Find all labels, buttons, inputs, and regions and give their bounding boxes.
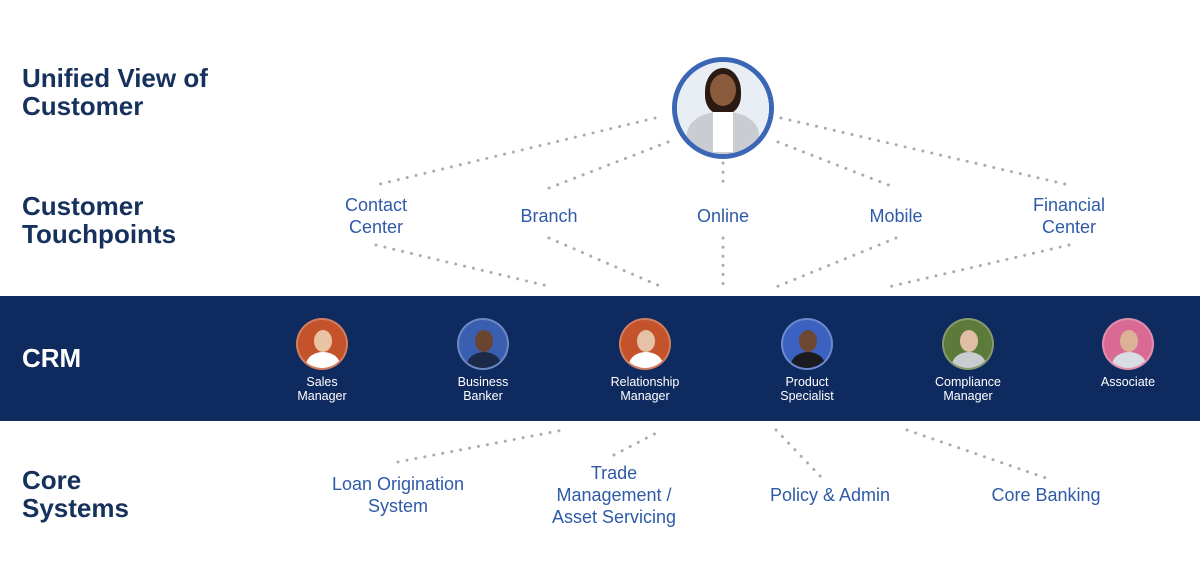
persona-label: Associate (1068, 375, 1188, 389)
persona-compliance-manager: Compliance Manager (908, 318, 1028, 403)
core-system-policy-admin: Policy & Admin (770, 484, 890, 506)
persona-associate: Associate (1068, 318, 1188, 389)
row-label-crm: CRM (22, 344, 81, 372)
touchpoint-mobile: Mobile (869, 205, 922, 227)
persona-label: Product Specialist (747, 375, 867, 403)
link-customer-contact-center (376, 118, 655, 185)
touchpoint-branch: Branch (520, 205, 577, 227)
persona-relationship-manager: Relationship Manager (585, 318, 705, 403)
avatar (619, 318, 671, 370)
touchpoint-online: Online (697, 205, 749, 227)
core-system-trade-management: Trade Management / Asset Servicing (552, 462, 676, 528)
persona-business-banker: Business Banker (423, 318, 543, 403)
avatar (457, 318, 509, 370)
link-branch-crm (549, 238, 662, 287)
link-customer-mobile (778, 142, 896, 188)
row-label-customer-touchpoints: Customer Touchpoints (22, 192, 176, 248)
link-crm-core-banking (907, 430, 1046, 478)
persona-product-specialist: Product Specialist (747, 318, 867, 403)
persona-sales-manager: Sales Manager (262, 318, 382, 403)
link-crm-trade-management (614, 430, 662, 455)
link-crm-policy-admin (776, 430, 822, 478)
link-mobile-crm (776, 238, 896, 287)
crm-band: CRM Sales Manager Business Banker Relati… (0, 296, 1200, 421)
link-financial-center-crm (888, 245, 1069, 287)
link-contact-center-crm (376, 245, 552, 287)
customer-avatar (672, 57, 774, 159)
persona-label: Sales Manager (262, 375, 382, 403)
row-label-unified-view: Unified View of Customer (22, 64, 208, 120)
avatar (781, 318, 833, 370)
link-customer-financial-center (781, 118, 1069, 185)
persona-label: Relationship Manager (585, 375, 705, 403)
link-crm-loan-origination (398, 430, 563, 462)
core-system-loan-origination: Loan Origination System (332, 473, 464, 517)
avatar (296, 318, 348, 370)
touchpoint-financial-center: Financial Center (1033, 194, 1105, 238)
persona-label: Compliance Manager (908, 375, 1028, 403)
persona-label: Business Banker (423, 375, 543, 403)
link-customer-branch (549, 142, 668, 188)
avatar (942, 318, 994, 370)
avatar (1102, 318, 1154, 370)
row-label-core-systems: Core Systems (22, 466, 129, 522)
touchpoint-contact-center: Contact Center (345, 194, 407, 238)
core-system-core-banking: Core Banking (991, 484, 1100, 506)
